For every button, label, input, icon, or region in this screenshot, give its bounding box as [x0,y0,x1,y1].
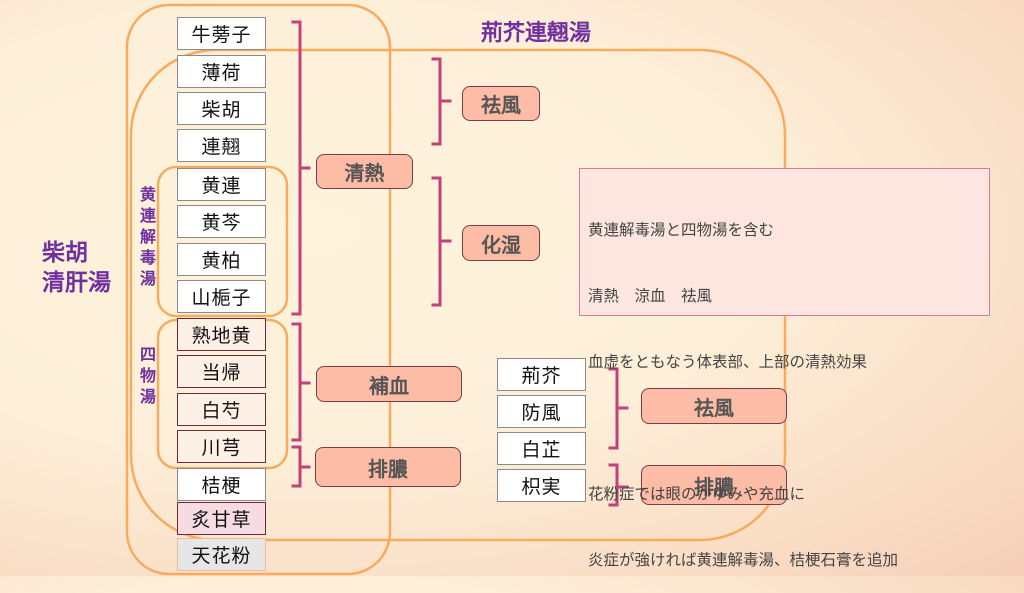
vertical-char: 湯 [139,387,156,406]
vertical-char: 連 [139,206,156,225]
vertical-char: 物 [139,366,156,385]
note-line: 炎症が強ければ黄連解毒湯、桔梗石膏を追加 [588,551,899,569]
herb-box: 防風 [497,395,586,428]
vertical-char: 湯 [139,269,156,288]
herb-box: 川芎 [177,430,266,463]
herb-box: 白芷 [497,432,586,465]
saiko-seikanto-title-line1: 柴胡 [42,240,88,266]
note-box: 黄連解毒湯と四物湯を含む 清熱 涼血 祛風 血虚をともなう体表部、上部の清熱効果… [579,168,990,569]
bracket-kashitsu [431,176,452,307]
herb-box: 黄芩 [177,205,266,238]
vertical-char: 四 [139,345,156,364]
action-kyofu-top: 祛風 [462,86,540,121]
herb-box: 薄荷 [177,55,266,88]
herb-box: 枳実 [497,469,586,502]
herb-box: 桔梗 [177,468,266,501]
oren-gedokuto-vertical-title: 黄 連 解 毒 湯 [138,184,158,289]
keigai-rengyoto-title: 荊芥連翹湯 [481,21,592,46]
herb-box: 牛蒡子 [177,17,266,50]
bracket-kyofu-top [431,57,452,146]
bracket-seinetsu [291,20,311,316]
note-line: 黄連解毒湯と四物湯を含む [588,221,775,239]
saiko-seikanto-title: 柴胡 清肝湯 [42,238,111,298]
vertical-char: 毒 [139,248,156,267]
action-kashitsu: 化湿 [462,225,540,261]
vertical-char: 黄 [139,185,156,204]
note-line: 血虚をともなう体表部、上部の清熱効果 [588,353,868,371]
note-line: 清熱 涼血 祛風 [588,287,713,305]
herb-box: 当帰 [177,355,266,388]
shimotsuto-vertical-title: 四 物 湯 [138,344,158,407]
saiko-seikanto-title-line2: 清肝湯 [42,270,111,296]
vertical-char: 解 [139,227,156,246]
action-hainou-right: 排膿 [641,465,787,505]
herb-box: 黄柏 [177,243,266,276]
bracket-hoketsu [291,322,311,442]
action-hainou-left: 排膿 [315,447,461,487]
herb-box: 黄連 [177,168,266,201]
action-hoketsu: 補血 [316,366,462,402]
note-line: 花粉症では眼のかゆみや充血に [588,485,806,503]
action-kyofu-right: 祛風 [641,388,787,424]
bracket-hainou-left [291,445,311,488]
herb-box: 柴胡 [177,92,266,125]
herb-box: 炙甘草 [177,502,266,535]
herb-box: 荊芥 [497,358,586,391]
herb-box: 連翹 [177,129,266,162]
action-seinetsu: 清熱 [316,154,413,189]
herb-box: 山梔子 [177,280,266,313]
herb-box: 天花粉 [177,538,266,571]
note-line [588,417,981,439]
herb-box: 白芍 [177,393,266,426]
herb-box: 熟地黄 [177,318,266,351]
